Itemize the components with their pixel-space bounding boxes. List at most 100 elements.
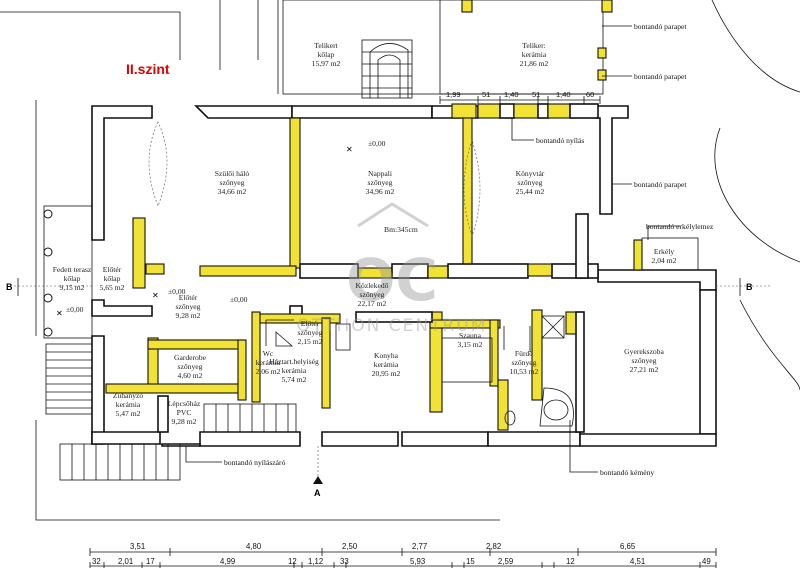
dimension-label: 5,93 [410,557,425,566]
level-marker: ±0,00 [66,305,84,314]
terrain-curve [0,11,181,60]
balcony [633,237,699,271]
room-label: Előtér [301,319,320,328]
dimension-label: 12 [566,557,575,566]
dimension-label: 49 [702,557,711,566]
room-label: Előtér [103,265,122,274]
room-label: 3,15 m2 [458,340,483,349]
annotations: bontandó parapet bontandó parapet bontan… [185,22,714,477]
room-label: Közlekedő [356,281,389,290]
dimension-label: 2,82 [486,542,501,551]
room-label: szőnyeg [518,178,543,187]
terrain-curve [714,127,800,263]
bath-fixtures [275,315,574,427]
room-label: Fürdő [515,349,533,358]
room-label: szőnyeg [368,178,393,187]
room-label: kőlap [318,50,335,59]
room-label: Teliker: [522,41,546,50]
room-label: Erkély [654,247,674,256]
spiral-staircase [361,39,413,99]
section-mark-a: A [314,488,321,498]
section-lines: B B A [6,278,770,498]
room-label: Konyha [374,351,399,360]
interior-walls [105,117,599,433]
room-label: 2,04 m2 [652,256,677,265]
room-label: Lépcsőház [168,399,201,408]
room-label: kerámia [522,50,547,59]
room-label: 9,15 m2 [60,283,85,292]
dimension-label: 4,51 [630,557,645,566]
dimension-label: 2,59 [498,557,513,566]
annotation-text: bontandó parapet [634,22,687,31]
dimension-label: 1,99 [446,90,461,99]
room-label: 20,95 m2 [372,369,401,378]
section-mark-b-left: B [6,282,13,292]
room-label: 25,44 m2 [516,187,545,196]
room-label: 5,47 m2 [116,409,141,418]
dimension-label: 3,51 [130,542,145,551]
dimension-label: 33 [340,557,349,566]
room-label: szőnyeg [178,362,203,371]
watermark-logo: OC OTTHON CENTRUM [297,202,485,336]
room-label: kőlap [104,274,121,283]
room-label: szőnyeg [512,358,537,367]
svg-text:✕: ✕ [152,291,159,300]
room-label: kerámia [256,358,281,367]
dimension-label: 2,50 [342,542,358,551]
winter-garden [282,0,613,99]
room-label: Zuhanyzó [113,391,144,400]
dimension-label: 2,01 [118,557,133,566]
room-label: 2,06 m2 [256,367,281,376]
room-label: 9,28 m2 [176,311,201,320]
outer-walls [91,105,717,447]
room-label: szőnyeg [360,290,385,299]
room-label: szőnyeg [176,302,201,311]
room-label: Garderobe [174,353,207,362]
door-swings [148,121,531,352]
room-label: 5,74 m2 [282,375,307,384]
room-label: Szülői háló [215,169,250,178]
room-label: Nappali [368,169,392,178]
dimension-label: 1,40 [504,90,519,99]
room-label: Wc [263,349,274,358]
room-label: 21,86 m2 [520,59,549,68]
room-label: 4,60 m2 [178,371,203,380]
terrain-curve [739,299,800,391]
room-label: 34,96 m2 [366,187,395,196]
room-label: Háztart.helyiség [269,357,319,366]
annotation-text: bontandó erkélylemez [646,222,714,231]
room-label: 9,28 m2 [172,417,197,426]
room-label: kőlap [64,274,81,283]
annotation-text: bontandó nyílás [536,136,584,145]
dimension-label: 12 [288,557,297,566]
room-label: 27,21 m2 [630,365,659,374]
room-label: PVC [177,408,192,417]
level-title: II.szint [126,61,170,77]
dimension-label: 4,99 [220,557,235,566]
annotation-text: bontandó nyílászáró [224,458,286,467]
dimension-label: 1,40 [556,90,571,99]
room-label: szőnyeg [298,328,323,337]
room-label: kerámia [282,366,307,375]
terrain-curve [35,420,500,521]
terrain-curve [219,0,259,70]
annotation-text: bontandó kémény [600,468,654,477]
room-label: Fedett terasz [53,265,92,274]
dimension-label: 1,12 [308,557,323,566]
dimension-label: 15 [466,557,475,566]
svg-text:OC: OC [346,246,438,314]
bottom-dimension-chain: 3,51 4,80 2,50 2,77 2,82 6,65 32 2,01 17… [89,542,717,568]
room-label: 15,97 m2 [312,59,341,68]
room-label: szőnyeg [632,356,657,365]
level-marker: ±0,00 [368,139,386,148]
parapet-strip [451,103,599,119]
dimension-label: 60 [586,90,594,99]
room-label: 2,15 m2 [298,337,323,346]
dimension-label: 17 [146,557,155,566]
room-label: Telikert [314,41,338,50]
room-label: Előtér [179,293,198,302]
dimension-label: 32 [92,557,101,566]
terrain-curve [711,0,800,93]
